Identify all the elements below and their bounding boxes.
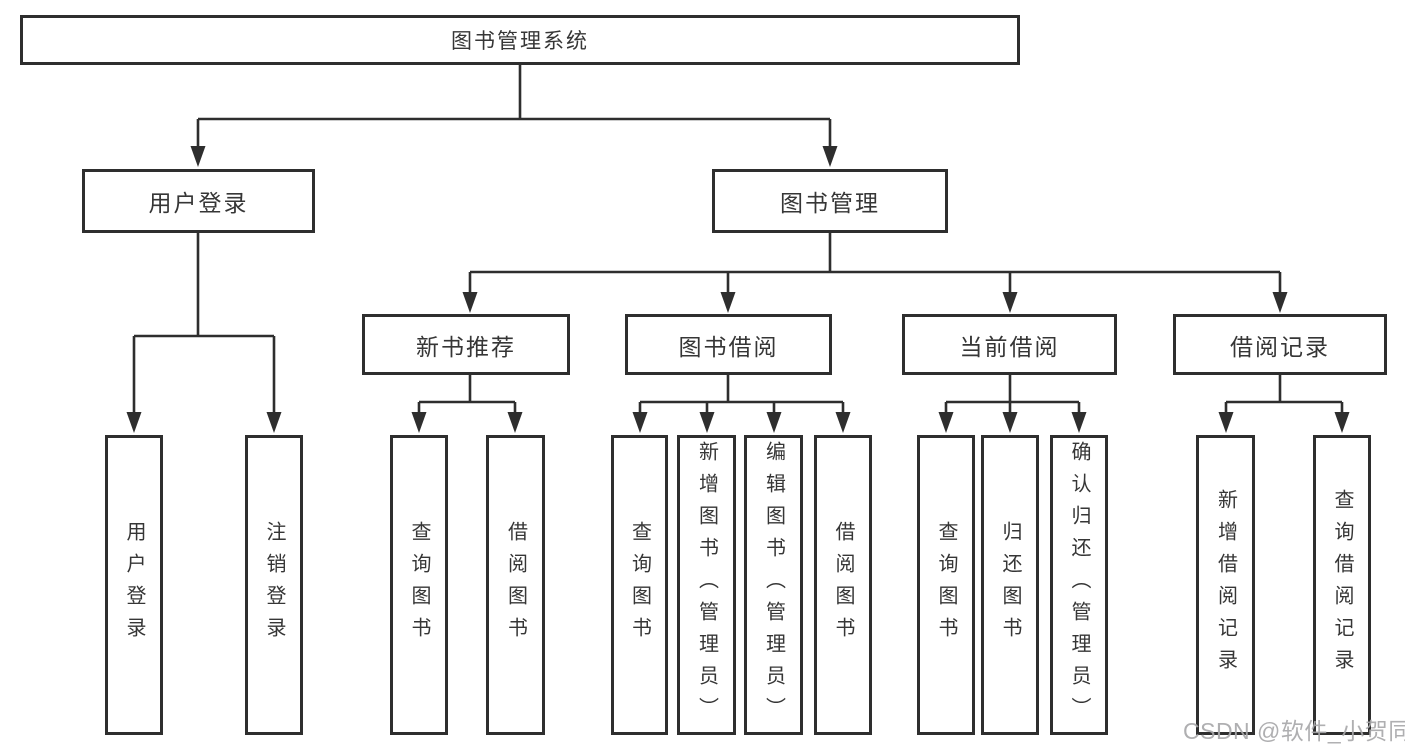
leaf-cb-confirm-return-label: 确认归还（管理员） (1068, 441, 1090, 729)
leaf-nb-borrow-books-label: 借阅图书 (504, 521, 527, 649)
node-root: 图书管理系统 (20, 15, 1020, 65)
leaf-bb-edit-books-label: 编辑图书（管理员） (762, 441, 785, 729)
leaf-bb-query-books: 查询图书 (611, 435, 668, 735)
node-borrow-records: 借阅记录 (1173, 314, 1387, 375)
arrowheads (126, 146, 1350, 433)
node-book-mgmt: 图书管理 (712, 169, 948, 233)
leaf-cb-return-books: 归还图书 (981, 435, 1039, 735)
leaf-cb-return-books-label: 归还图书 (999, 521, 1021, 649)
leaf-bb-add-books-label: 新增图书（管理员） (695, 441, 718, 729)
leaf-nb-query-books: 查询图书 (390, 435, 448, 735)
node-book-borrow-label: 图书借阅 (678, 333, 779, 360)
node-borrow-records-label: 借阅记录 (1230, 333, 1330, 360)
leaf-cb-confirm-return: 确认归还（管理员） (1050, 435, 1108, 735)
node-book-mgmt-label: 图书管理 (780, 190, 880, 216)
leaf-bb-add-books: 新增图书（管理员） (677, 435, 736, 735)
leaf-bb-edit-books: 编辑图书（管理员） (744, 435, 803, 735)
leaf-br-query-record: 查询借阅记录 (1313, 435, 1371, 735)
leaf-nb-borrow-books: 借阅图书 (486, 435, 545, 735)
node-new-book-recommend: 新书推荐 (362, 314, 570, 375)
leaf-bb-query-books-label: 查询图书 (628, 521, 651, 649)
leaf-user-login-label: 用户登录 (123, 521, 145, 649)
leaf-bb-borrow-books: 借阅图书 (814, 435, 872, 735)
leaf-logout: 注销登录 (245, 435, 303, 735)
leaf-nb-query-books-label: 查询图书 (408, 521, 430, 649)
leaf-br-add-record: 新增借阅记录 (1196, 435, 1255, 735)
leaf-br-add-record-label: 新增借阅记录 (1214, 489, 1237, 681)
node-user-login: 用户登录 (82, 169, 315, 233)
node-new-book-recommend-label: 新书推荐 (416, 333, 516, 360)
node-current-borrow-label: 当前借阅 (959, 333, 1060, 360)
node-current-borrow: 当前借阅 (902, 314, 1117, 375)
leaf-br-query-record-label: 查询借阅记录 (1331, 489, 1353, 681)
node-root-label: 图书管理系统 (451, 30, 589, 53)
leaf-cb-query-books: 查询图书 (917, 435, 975, 735)
leaf-bb-borrow-books-label: 借阅图书 (832, 521, 854, 649)
leaf-logout-label: 注销登录 (263, 521, 285, 649)
leaf-user-login: 用户登录 (105, 435, 163, 735)
node-book-borrow: 图书借阅 (625, 314, 832, 375)
leaf-cb-query-books-label: 查询图书 (935, 521, 957, 649)
node-user-login-label: 用户登录 (148, 190, 249, 216)
csdn-watermark: CSDN @软件_小贺同学 (1183, 718, 1405, 744)
